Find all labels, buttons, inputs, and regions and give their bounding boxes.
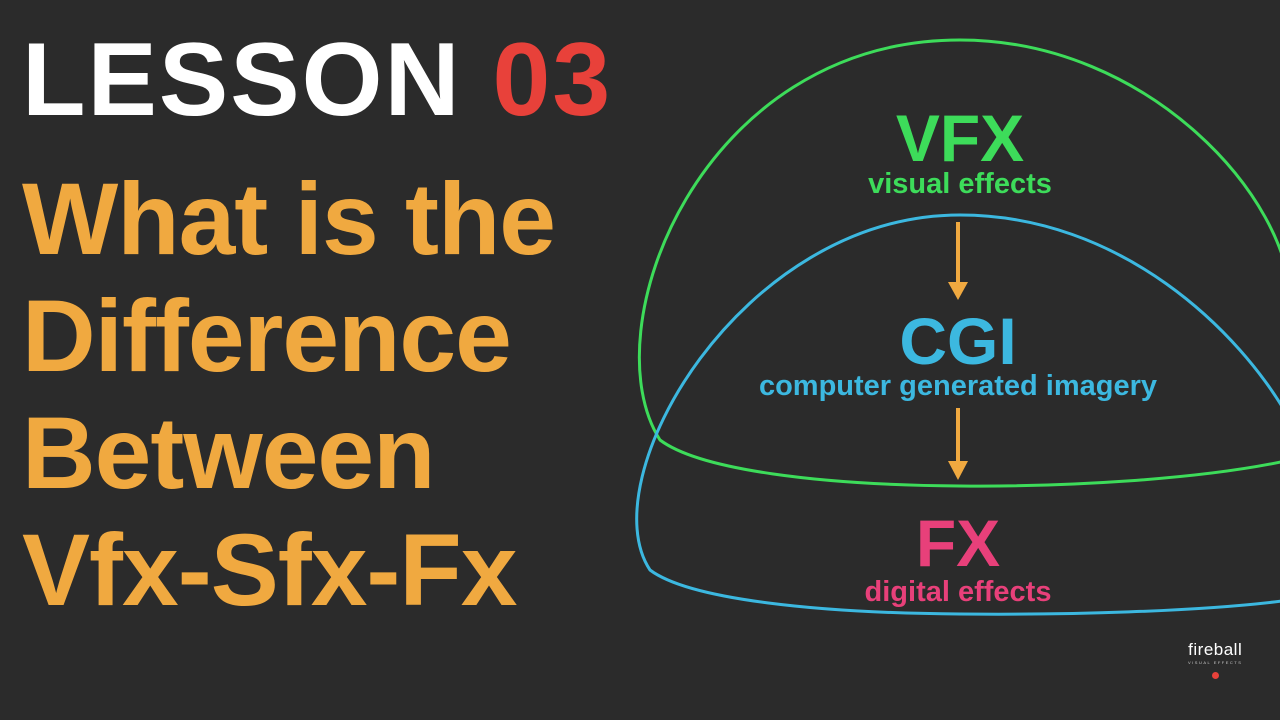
fx-title: FX (915, 506, 1001, 580)
cgi-boundary (635, 213, 1280, 616)
vfx-boundary (637, 38, 1280, 488)
arrow-cgi-to-fx (948, 408, 968, 480)
question-line-2: Difference (22, 279, 512, 393)
question-line-1: What is the (22, 162, 556, 276)
question-line-3: Between (22, 396, 435, 510)
cgi-subtitle: computer generated imagery (758, 370, 1158, 402)
arrow-vfx-to-cgi (948, 222, 968, 300)
question-line-4: Vfx-Sfx-Fx (22, 513, 517, 627)
logo-dot (1211, 672, 1219, 679)
logo-tagline: VISUAL EFFECTS (1188, 660, 1243, 665)
lesson-number: 03 (492, 22, 613, 138)
fx-subtitle: digital effects (864, 576, 1052, 608)
cgi-title: CGI (899, 304, 1017, 378)
fireball-logo: fireball VISUAL EFFECTS (1188, 640, 1242, 679)
logo-name: fireball (1188, 640, 1243, 659)
lesson-heading: LESSON 03 (22, 28, 612, 132)
lesson-label: LESSON (22, 22, 462, 138)
vfx-subtitle: visual effects (868, 168, 1052, 200)
vfx-title: VFX (895, 101, 1025, 175)
